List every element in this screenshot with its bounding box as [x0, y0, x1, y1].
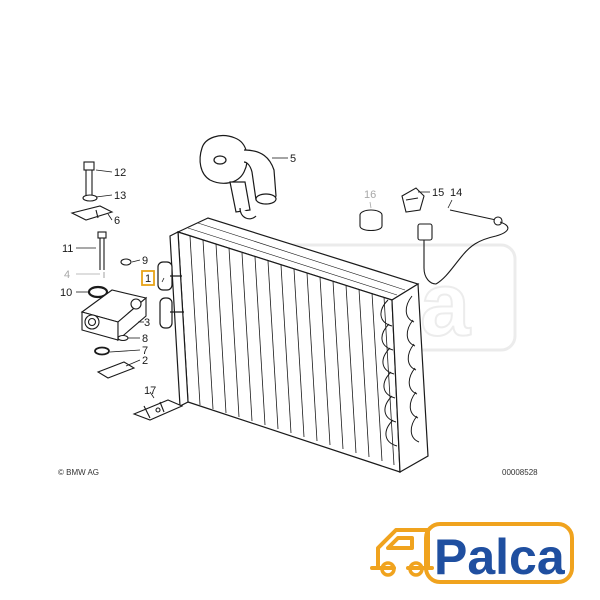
callout-14: 14 [450, 187, 462, 199]
left-hardware [70, 161, 184, 421]
callout-1: 1 [145, 273, 151, 285]
callout-3: 3 [144, 317, 150, 329]
callout-10: 10 [60, 287, 72, 299]
copyright-text: © BMW AG [58, 468, 99, 477]
callout-15: 15 [432, 187, 444, 199]
part-16-grommet [359, 209, 383, 232]
callout-16: 16 [364, 189, 376, 201]
van-wheel-rear-icon [408, 561, 424, 577]
callout-4: 4 [64, 269, 70, 281]
logo-text: Palca [434, 529, 566, 585]
callout-9: 9 [142, 255, 148, 267]
callout-leaders [76, 157, 453, 399]
callout-13: 13 [114, 190, 126, 202]
van-wheel-front-icon [380, 561, 396, 577]
callout-11: 11 [62, 243, 73, 255]
van-icon [370, 528, 434, 570]
callout-12: 12 [114, 167, 126, 179]
callout-8: 8 [142, 333, 148, 345]
palca-logo: Palca [370, 522, 574, 585]
evaporator-core [157, 217, 429, 474]
part-15-clip [401, 187, 425, 213]
callout-7: 7 [142, 345, 148, 357]
part-5-pipe [199, 135, 277, 220]
callout-17: 17 [144, 385, 156, 397]
callout-2: 2 [142, 355, 148, 367]
callout-5: 5 [290, 153, 296, 165]
callout-labels: 1 2 3 4 5 6 7 8 9 10 11 12 13 14 15 16 1… [60, 153, 462, 397]
part-14-sensor [417, 209, 509, 285]
callout-6: 6 [114, 215, 120, 227]
drawing-number: 00008528 [502, 468, 538, 477]
callout-1-highlight [141, 270, 155, 286]
